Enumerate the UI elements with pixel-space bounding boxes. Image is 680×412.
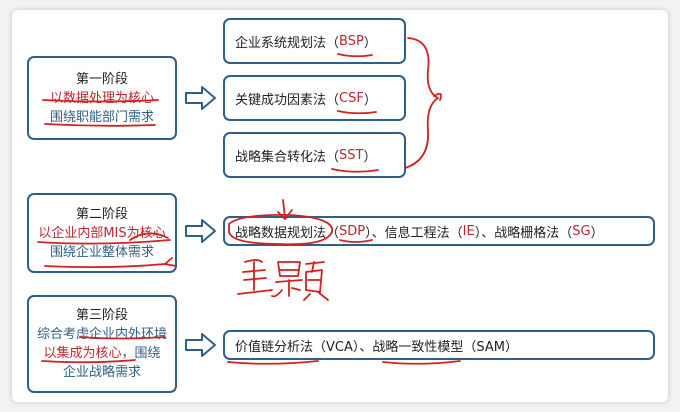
stage3-line3: 企业战略需求 xyxy=(62,365,141,380)
method-csf-box: 关键成功因素法（CSF） xyxy=(223,75,406,121)
method-bsp-close: ） xyxy=(363,35,377,51)
stage3-core: 以集成为核心 xyxy=(43,346,122,361)
method-csf-close: ） xyxy=(363,92,377,108)
stage1-core: 以数据处理为核心 xyxy=(49,90,154,106)
method-ie-abbr: IE xyxy=(462,223,475,239)
method-csf-name: 关键成功因素法（ xyxy=(235,92,340,108)
stage3-line1: 综合考虑企业内外环境 xyxy=(36,327,167,342)
method-sst-abbr: SST xyxy=(339,147,364,163)
stage3-methods-box: 价值链分析法（VCA）、战略一致性模型（SAM） xyxy=(223,330,655,360)
arrow-right-icon xyxy=(185,333,216,357)
method-sg-abbr: SG xyxy=(572,223,591,239)
method-sdp-abbr: SDP xyxy=(339,223,366,239)
method-csf-abbr: CSF xyxy=(339,90,364,106)
stage3-methods-text: 价值链分析法（VCA）、战略一致性模型（SAM） xyxy=(235,339,518,355)
stage1-title: 第一阶段 xyxy=(75,71,128,87)
method-bsp-box: 企业系统规划法（BSP） xyxy=(223,18,406,64)
method-sdp-close: ）、 xyxy=(365,225,385,241)
stage2-title: 第二阶段 xyxy=(75,206,128,222)
stage1-box: 第一阶段 以数据处理为核心 围绕职能部门需求 xyxy=(27,56,177,140)
method-sg-close: ） xyxy=(590,225,604,241)
method-bsp-abbr: BSP xyxy=(339,33,364,49)
method-sst-name: 战略集合转化法（ xyxy=(235,149,340,165)
arrow-right-icon xyxy=(185,219,216,243)
method-sst-close: ） xyxy=(363,149,377,165)
method-sst-box: 战略集合转化法（SST） xyxy=(223,132,406,178)
stage1-need: 围绕职能部门需求 xyxy=(49,109,154,125)
method-bsp-name: 企业系统规划法（ xyxy=(235,35,340,51)
stage2-methods-box: 战略数据规划法（SDP）、信息工程法（IE）、战略栅格法（SG） xyxy=(223,216,655,246)
method-ie-name: 信息工程法（ xyxy=(384,225,463,241)
stage3-line2b: ，围绕 xyxy=(121,346,161,361)
method-sdp-name: 战略数据规划法（ xyxy=(235,225,340,241)
stage3-box: 第三阶段 综合考虑企业内外环境 以集成为核心，围绕 企业战略需求 xyxy=(27,295,177,393)
method-ie-close: ）、 xyxy=(474,225,495,241)
stage2-need: 围绕企业整体需求 xyxy=(49,244,154,260)
stage2-box: 第二阶段 以企业内部MIS为核心 围绕企业整体需求 xyxy=(27,193,177,273)
stage3-title: 第三阶段 xyxy=(75,308,128,323)
arrow-right-icon xyxy=(185,86,216,110)
method-sg-name: 战略栅格法（ xyxy=(494,225,573,241)
stage2-core: 以企业内部MIS为核心 xyxy=(38,225,166,241)
